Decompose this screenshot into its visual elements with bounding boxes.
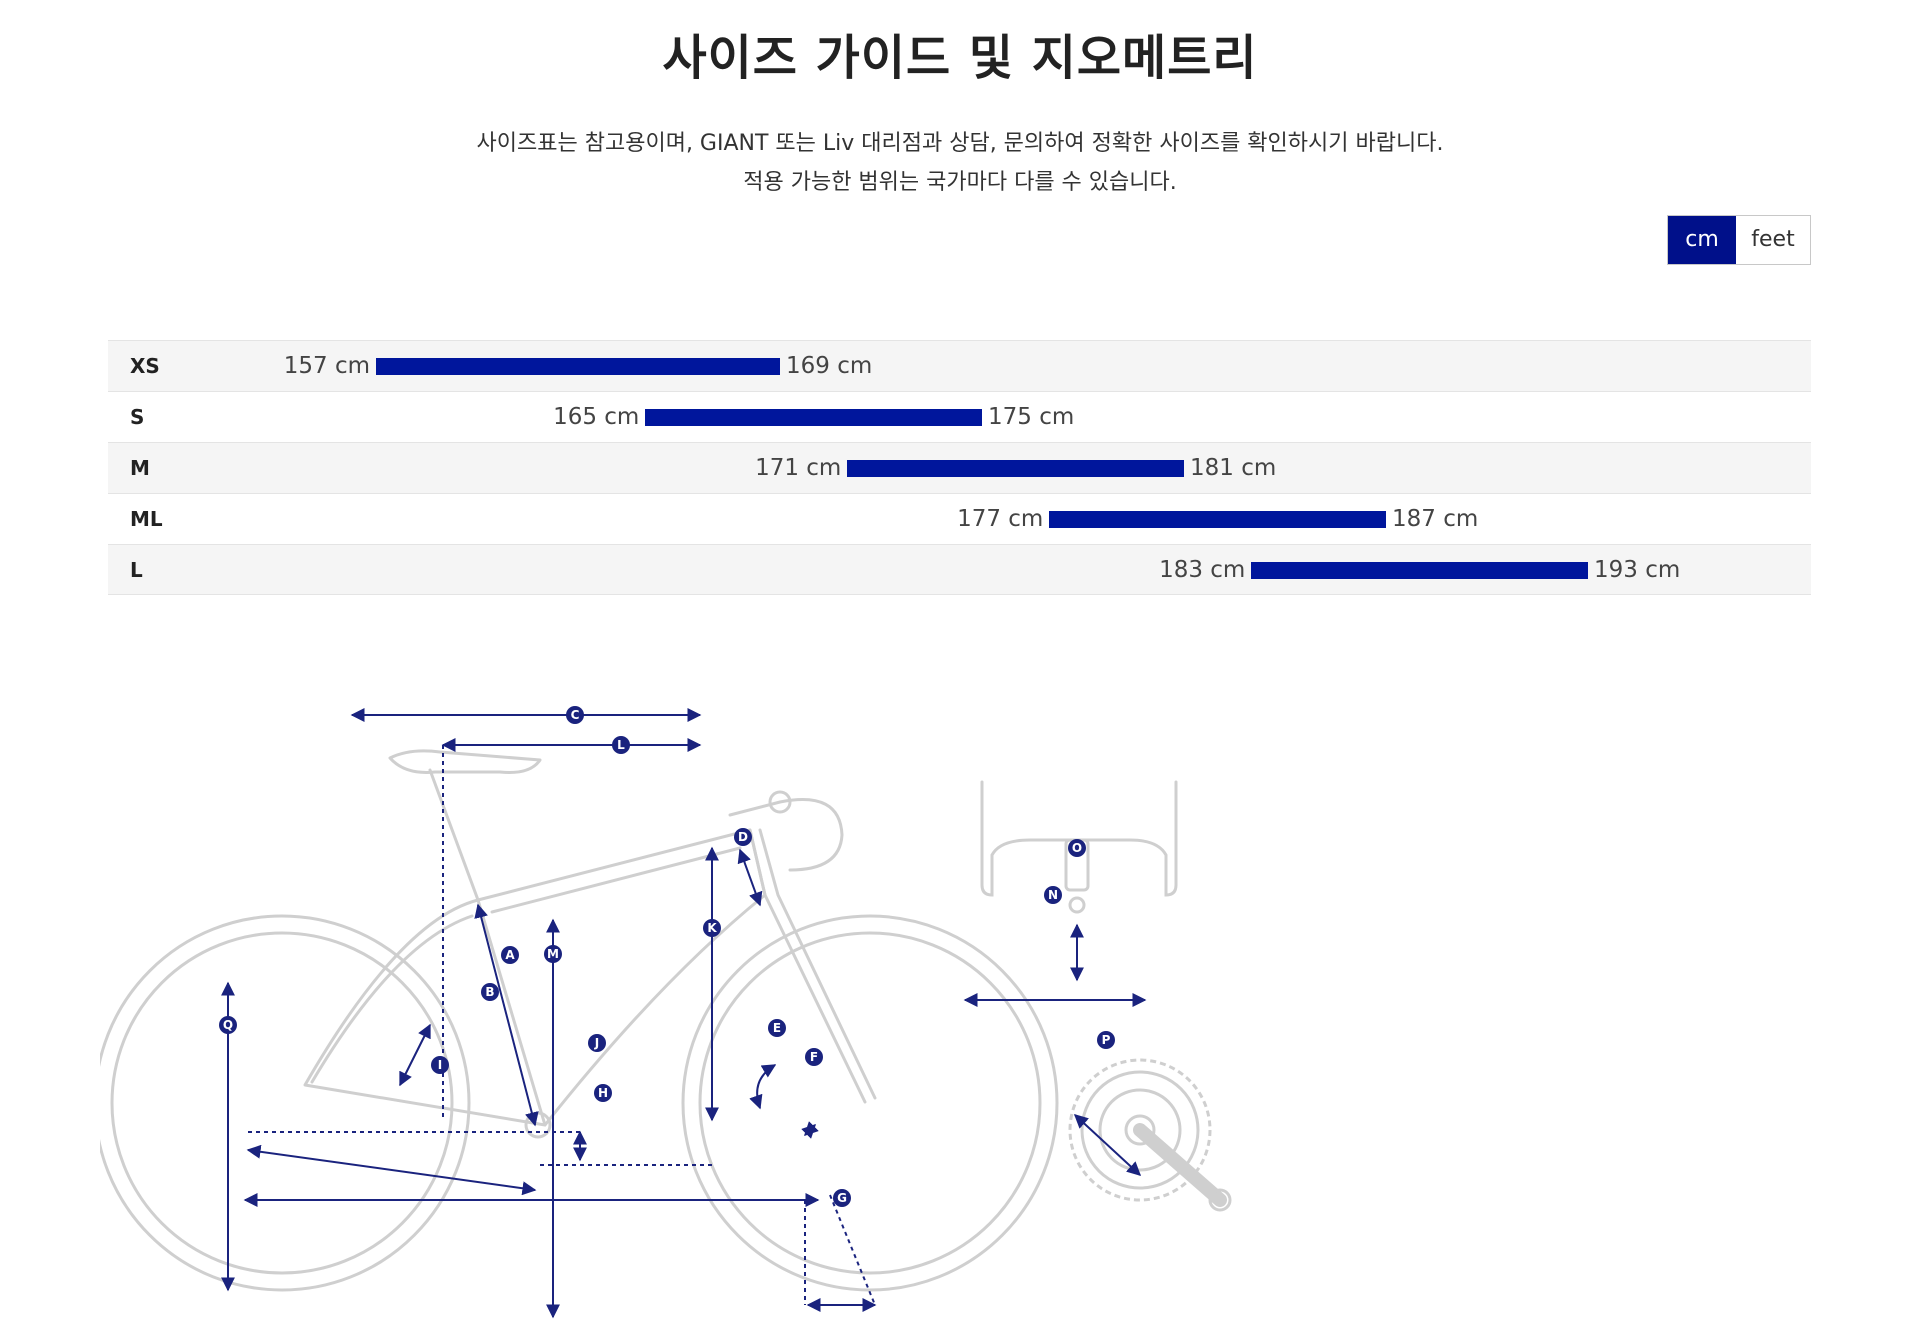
geometry-marker-h: H (594, 1084, 612, 1102)
svg-text:O: O (1072, 841, 1082, 855)
size-min-value: 157 cm (283, 353, 370, 379)
description-line-1: 사이즈표는 참고용이며, GIANT 또는 Liv 대리점과 상담, 문의하여 … (476, 131, 1444, 156)
size-label: XS (130, 354, 160, 378)
geometry-marker-j: J (588, 1034, 606, 1052)
size-row-xs: XS 157 cm 169 cm (108, 340, 1811, 391)
geometry-marker-k: K (703, 919, 721, 937)
svg-text:F: F (810, 1050, 818, 1064)
svg-text:L: L (617, 738, 625, 752)
svg-text:D: D (738, 830, 748, 844)
size-max-value: 181 cm (1190, 455, 1277, 481)
geometry-marker-e: E (768, 1019, 786, 1037)
geometry-marker-g: G (833, 1189, 851, 1207)
size-label: L (130, 558, 143, 582)
size-max-value: 175 cm (988, 404, 1075, 430)
svg-text:Q: Q (223, 1018, 233, 1032)
crankset-icon (1068, 1058, 1232, 1212)
geometry-marker-d: D (734, 828, 752, 846)
unit-toggle: cm feet (1667, 215, 1811, 265)
svg-text:C: C (571, 708, 580, 722)
geometry-marker-b: B (481, 983, 499, 1001)
size-row-m: M 171 cm 181 cm (108, 442, 1811, 493)
geometry-marker-m: M (544, 945, 562, 963)
size-label: ML (130, 507, 163, 531)
size-max-value: 193 cm (1594, 557, 1681, 583)
page-title: 사이즈 가이드 및 지오메트리 (662, 30, 1258, 86)
geometry-marker-i: I (431, 1056, 449, 1074)
description-line-2: 적용 가능한 범위는 국가마다 다를 수 있습니다. (743, 170, 1177, 195)
geometry-marker-q: Q (219, 1016, 237, 1034)
size-row-ml: ML 177 cm 187 cm (108, 493, 1811, 544)
svg-text:G: G (837, 1191, 847, 1205)
size-min-value: 183 cm (1159, 557, 1246, 583)
svg-text:J: J (594, 1036, 599, 1050)
size-range-bar (1251, 562, 1588, 579)
geometry-marker-n: N (1044, 886, 1062, 904)
size-range-bar (645, 409, 982, 426)
svg-text:I: I (438, 1058, 442, 1072)
unit-cm-button[interactable]: cm (1668, 216, 1736, 264)
svg-text:A: A (505, 948, 515, 962)
unit-feet-button[interactable]: feet (1736, 216, 1810, 264)
svg-text:B: B (485, 985, 494, 999)
geometry-marker-o: O (1068, 839, 1086, 857)
bike-frame-icon (100, 749, 1059, 1292)
svg-text:P: P (1102, 1033, 1111, 1047)
size-range-table: XS 157 cm 169 cm S 165 cm 175 cm M 171 c… (108, 340, 1811, 595)
size-max-value: 169 cm (786, 353, 873, 379)
svg-text:K: K (707, 921, 717, 935)
geometry-marker-a: A (501, 946, 519, 964)
size-range-bar (847, 460, 1184, 477)
geometry-marker-c: C (566, 706, 584, 724)
geometry-marker-p: P (1097, 1031, 1115, 1049)
size-row-l: L 183 cm 193 cm (108, 544, 1811, 595)
svg-text:M: M (547, 947, 559, 961)
geometry-marker-f: F (805, 1048, 823, 1066)
geometry-diagram: C L D K A M B Q E J F I H G O N P (100, 680, 1340, 1320)
size-label: M (130, 456, 150, 480)
size-min-value: 171 cm (755, 455, 842, 481)
size-min-value: 177 cm (957, 506, 1044, 532)
size-range-bar (376, 358, 780, 375)
svg-text:H: H (598, 1086, 608, 1100)
bike-geometry-illustration: C L D K A M B Q E J F I H G O N P (100, 706, 1232, 1319)
size-max-value: 187 cm (1392, 506, 1479, 532)
size-row-s: S 165 cm 175 cm (108, 391, 1811, 442)
geometry-marker-l: L (612, 736, 630, 754)
svg-text:N: N (1048, 888, 1058, 902)
size-min-value: 165 cm (553, 404, 640, 430)
size-range-bar (1049, 511, 1386, 528)
size-label: S (130, 405, 145, 429)
svg-text:E: E (773, 1021, 781, 1035)
